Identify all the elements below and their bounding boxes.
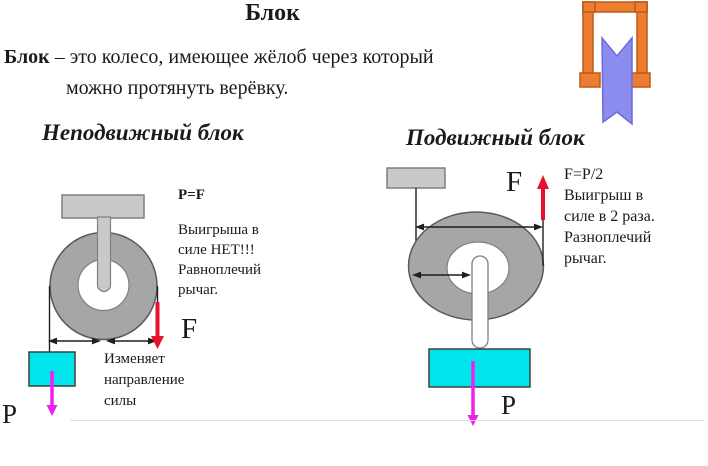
movable-pulley-note: F=P/2 Выигрыш в силе в 2 раза. Разноплеч… xyxy=(564,166,655,267)
fixed-pulley-formula: P=F xyxy=(178,187,205,203)
page-title: Блок xyxy=(245,0,300,26)
movable-pulley-force-label: F xyxy=(506,166,523,198)
ceiling-mount xyxy=(61,194,145,219)
definition-line1: Блок – это колесо, имеющее жёлоб через к… xyxy=(4,45,434,69)
force-arrow-head xyxy=(151,336,164,349)
definition-body: – это колесо, имеющее жёлоб через которы… xyxy=(49,46,434,68)
movable-pulley-diagram xyxy=(386,167,549,426)
fixed-pulley-note: Выигрыша в силе НЕТ!!! Равноплечий рычаг… xyxy=(178,222,262,298)
definition-line2: можно протянуть верёвку. xyxy=(66,77,289,99)
diameter-arrow-head-left xyxy=(415,223,424,231)
movable-pulley-weight-label: P xyxy=(501,390,517,420)
pulley-icon xyxy=(579,1,651,126)
radius-arrow-head-right xyxy=(462,271,471,279)
radius-arrow-head-left xyxy=(412,271,421,279)
load-box xyxy=(428,348,531,388)
hook-shaft xyxy=(471,255,489,349)
arm-arrow-left-head-inner xyxy=(92,337,101,345)
wheel-axle xyxy=(96,216,112,293)
fixed-pulley-heading: Неподвижный блок xyxy=(42,120,244,145)
ceiling-mount xyxy=(386,167,446,189)
definition-term: Блок xyxy=(4,46,50,68)
arm-arrow-right-head-inner xyxy=(106,337,115,345)
divider-line xyxy=(70,420,704,421)
rope-ribbon xyxy=(601,35,633,126)
arm-arrow-right-head-outer xyxy=(148,337,157,345)
frame-top-left-joint xyxy=(582,1,596,13)
weight-arrow-head xyxy=(46,405,58,416)
arm-arrow-left-head-outer xyxy=(48,337,57,345)
frame-top-right-joint xyxy=(634,1,648,13)
fixed-pulley-weight-label: P xyxy=(2,399,18,429)
movable-pulley-heading: Подвижный блок xyxy=(406,125,585,150)
fixed-pulley-direction-note: Изменяет направление силы xyxy=(104,351,185,409)
force-arrow-head xyxy=(537,175,549,189)
frame-left-foot xyxy=(579,72,601,88)
frame-right-foot xyxy=(629,72,651,88)
fixed-pulley-diagram xyxy=(28,194,164,416)
diameter-arrow-head-right xyxy=(534,223,543,231)
fixed-pulley-force-label: F xyxy=(181,313,198,345)
